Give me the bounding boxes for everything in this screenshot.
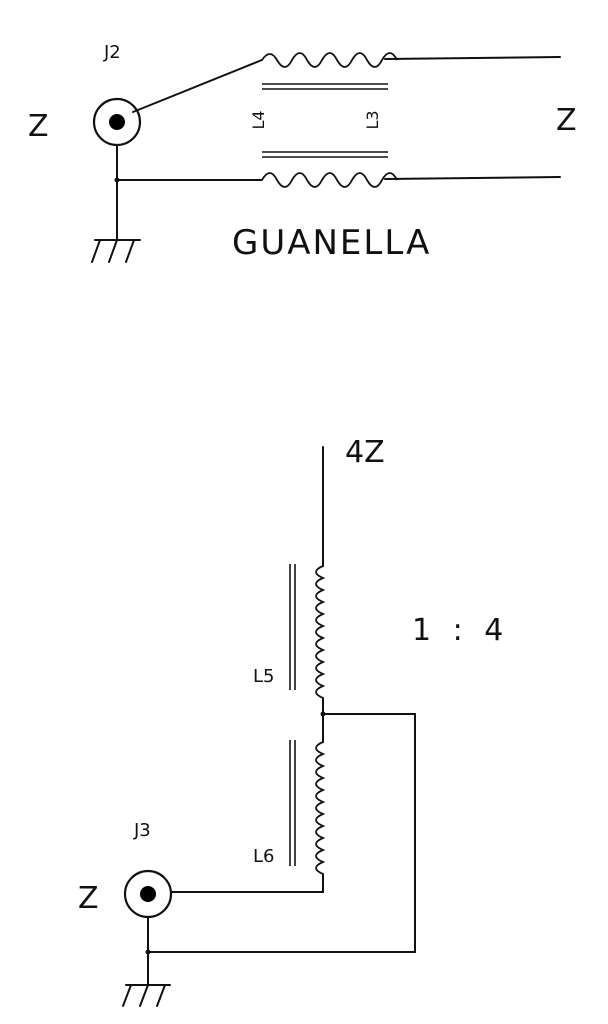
left-impedance-label: Z (28, 109, 49, 144)
input-impedance-label: Z (78, 881, 99, 916)
turns-ratio-label: 1 : 4 (412, 613, 509, 648)
l5-coil-winding (315, 565, 326, 699)
coax-connector-j2 (92, 97, 142, 147)
winding-l4-label: L4 (249, 110, 268, 129)
connector-j2-label: J2 (103, 42, 121, 63)
connector-pin (140, 886, 156, 902)
guanella-balun-circuit: J2 Z Z L4 L3 GUANELLA (28, 42, 577, 263)
input-feed-wire (169, 873, 324, 893)
right-impedance-label: Z (556, 103, 577, 138)
guanella-title: GUANELLA (232, 223, 431, 263)
ground-symbol (122, 984, 171, 1007)
junction-dot (114, 177, 120, 183)
winding-l6-label: L6 (253, 846, 274, 867)
lower-coil-winding (261, 172, 398, 188)
junction-dot (145, 949, 151, 955)
ground-symbol (91, 239, 141, 263)
winding-l3-label: L3 (363, 110, 382, 129)
l6-coil-winding (315, 741, 326, 875)
tap-return-wire (147, 713, 416, 953)
center-conductor-wire (132, 59, 263, 113)
autotransformer-circuit: 4Z 1 : 4 L5 L6 J3 Z (78, 435, 509, 1007)
upper-output-wire (384, 56, 561, 60)
upper-coil-winding (261, 52, 398, 68)
lower-output-wire (384, 176, 561, 180)
winding-l5-label: L5 (253, 666, 274, 687)
connector-j3-label: J3 (133, 820, 151, 841)
connector-pin (109, 114, 125, 130)
output-impedance-label: 4Z (345, 435, 385, 470)
coax-connector-j3 (123, 869, 173, 919)
